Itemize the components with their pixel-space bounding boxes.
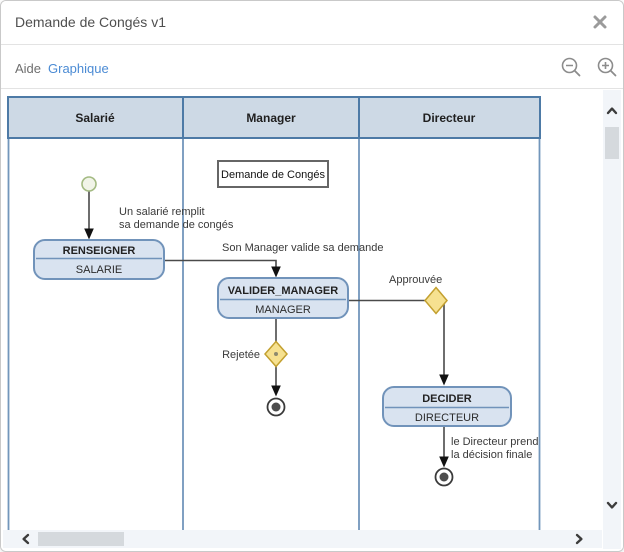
- zoom-out-icon[interactable]: [560, 56, 582, 80]
- process-title-box: Demande de Congés: [217, 160, 329, 188]
- title-bar: Demande de Congés v1: [1, 1, 623, 45]
- vertical-scrollbar[interactable]: [603, 90, 621, 549]
- workflow-diagram: Salarié Manager Directeur Demande de Con…: [7, 96, 541, 531]
- task-valider-manager: VALIDER_MANAGER MANAGER: [217, 277, 349, 319]
- scroll-down-icon[interactable]: [605, 498, 619, 517]
- rejected-label: Rejetée: [222, 349, 260, 361]
- start-note-line2: sa demande de congés: [119, 219, 234, 231]
- zoom-in-icon[interactable]: [596, 56, 618, 80]
- window-title: Demande de Congés v1: [15, 14, 166, 30]
- start-note-line1: Un salarié remplit: [119, 206, 205, 218]
- flow-arrowheads: [84, 228, 449, 468]
- toolbar: Aide Graphique: [1, 46, 623, 89]
- end-event-rejected: [266, 397, 286, 417]
- start-event: [81, 176, 97, 192]
- gateway-rejected: [264, 340, 288, 368]
- scroll-left-icon[interactable]: [19, 532, 33, 551]
- lane-label-salarie: Salarié: [75, 111, 115, 125]
- gateway-approved: [424, 286, 448, 315]
- lane-label-directeur: Directeur: [423, 111, 476, 125]
- task-valider-actor: MANAGER: [255, 304, 311, 316]
- horizontal-scrollbar[interactable]: [3, 530, 602, 548]
- diagram-canvas: Salarié Manager Directeur Demande de Con…: [1, 90, 623, 551]
- graphique-link[interactable]: Graphique: [48, 61, 109, 76]
- lane-label-manager: Manager: [246, 111, 296, 125]
- lane-lines: [7, 138, 541, 531]
- task-valider-name: VALIDER_MANAGER: [228, 285, 338, 297]
- final-note-line2: la décision finale: [451, 449, 532, 461]
- end-event-final: [434, 467, 454, 487]
- task-decider-actor: DIRECTEUR: [415, 412, 479, 424]
- approved-label: Approuvée: [389, 274, 442, 286]
- task-decider: DECIDER DIRECTEUR: [382, 386, 512, 427]
- process-title: Demande de Congés: [221, 169, 325, 181]
- scroll-up-icon[interactable]: [605, 104, 619, 123]
- zoom-controls: [560, 56, 618, 80]
- task-renseigner-actor: SALARIE: [76, 264, 122, 276]
- task-decider-name: DECIDER: [422, 393, 472, 405]
- lane-headers: Salarié Manager Directeur: [7, 96, 541, 139]
- task-renseigner-name: RENSEIGNER: [63, 245, 136, 257]
- aide-link[interactable]: Aide: [15, 61, 42, 76]
- close-icon[interactable]: [592, 14, 608, 30]
- scroll-right-icon[interactable]: [572, 532, 586, 551]
- final-note-line1: le Directeur prend: [451, 436, 538, 448]
- task-renseigner: RENSEIGNER SALARIE: [33, 239, 165, 280]
- vertical-scroll-thumb[interactable]: [605, 127, 619, 159]
- horizontal-scroll-thumb[interactable]: [38, 532, 124, 546]
- manager-note: Son Manager valide sa demande: [222, 242, 383, 254]
